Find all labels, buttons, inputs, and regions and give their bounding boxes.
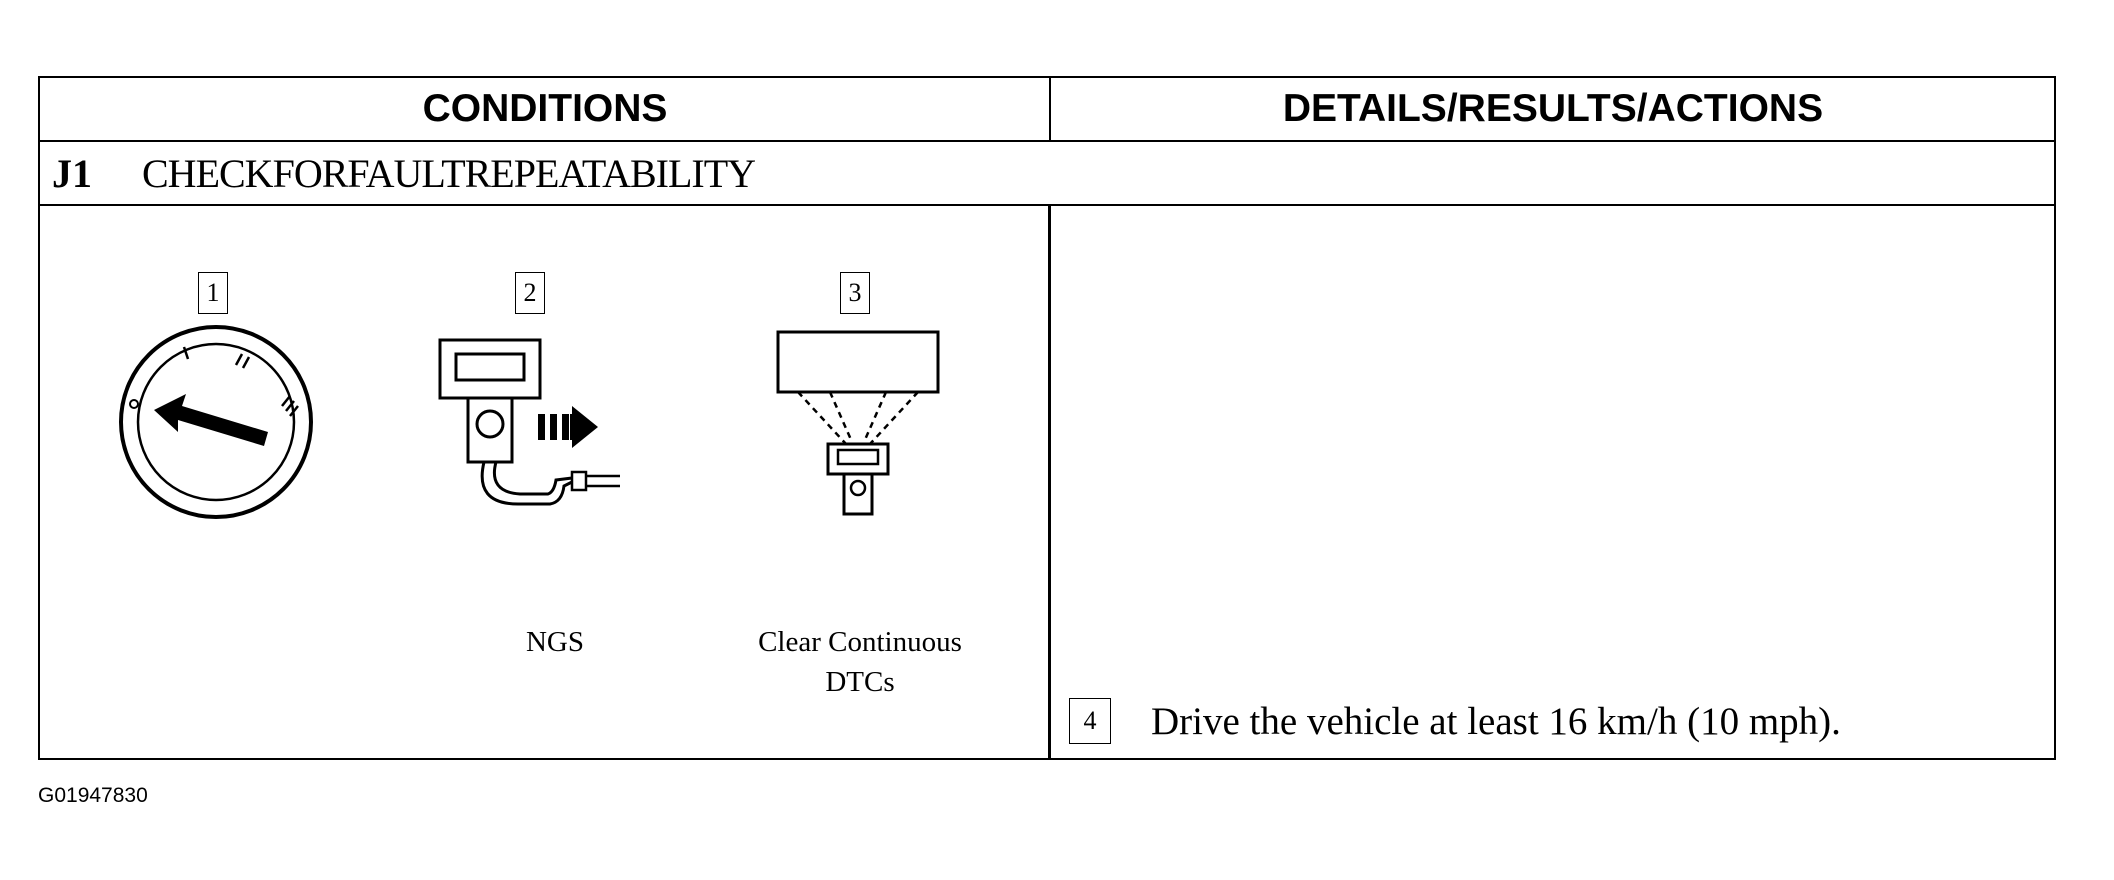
clear-dtcs-caption-line1: Clear Continuous <box>758 626 962 658</box>
clear-dtcs-caption-line2: DTCs <box>825 666 895 698</box>
condition-number-3: 3 <box>840 272 870 314</box>
details-cell: 4 Drive the vehicle at least 16 km/h (10… <box>1051 206 2056 758</box>
condition-number-1: 1 <box>198 272 228 314</box>
body-divider <box>1048 206 1051 760</box>
step-title-row: J1 CHECKFORFAULTREPEATABILITY <box>40 142 2054 206</box>
clear-dtcs-icon <box>776 330 940 516</box>
action-number: 4 <box>1069 698 1111 744</box>
details-header: DETAILS/RESULTS/ACTIONS <box>1282 87 1824 130</box>
step-title: CHECKFORFAULTREPEATABILITY <box>142 150 756 196</box>
ngs-caption: NGS <box>525 626 584 658</box>
step-id: J1 <box>52 150 92 196</box>
ignition-switch-icon <box>119 325 313 519</box>
conditions-cell: 1 2 <box>40 206 1050 758</box>
header-divider <box>1049 78 1051 142</box>
action-step: 4 Drive the vehicle at least 16 km/h (10… <box>1069 698 1841 744</box>
condition-number-2: 2 <box>515 272 545 314</box>
figure-id: G01947830 <box>38 784 148 807</box>
conditions-header: CONDITIONS <box>422 87 668 130</box>
ngs-tester-icon <box>438 338 620 506</box>
header-row: CONDITIONS DETAILS/RESULTS/ACTIONS <box>40 78 2054 142</box>
action-text: Drive the vehicle at least 16 km/h (10 m… <box>1151 699 1841 743</box>
procedure-table: CONDITIONS DETAILS/RESULTS/ACTIONS J1 CH… <box>38 76 2056 760</box>
clear-dtcs-caption: Clear Continuous DTCs <box>740 622 980 702</box>
